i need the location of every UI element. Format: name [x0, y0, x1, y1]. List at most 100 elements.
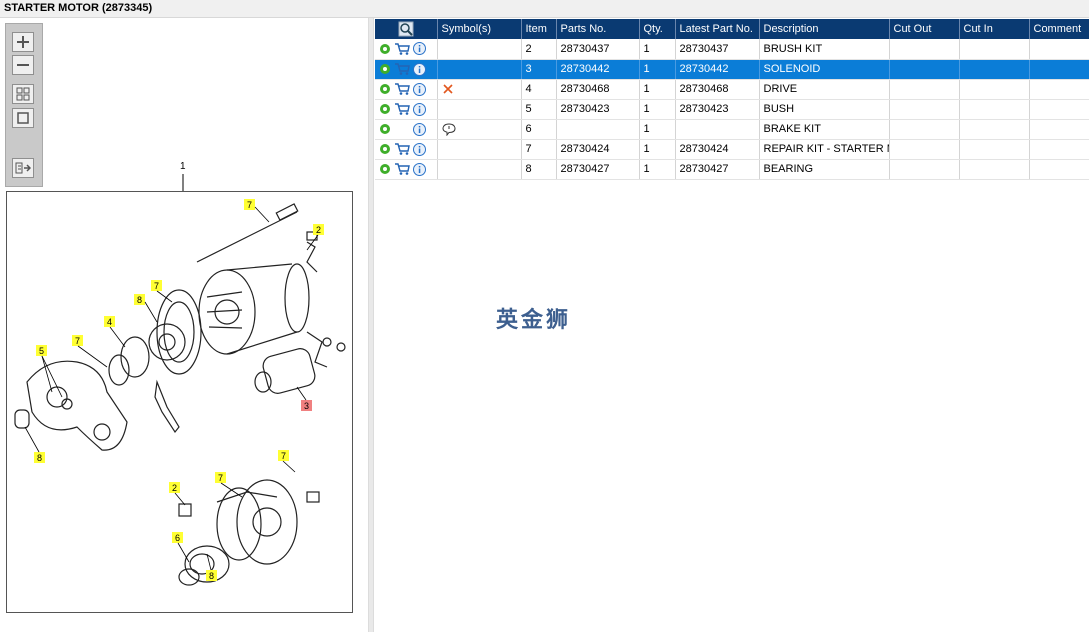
- callout-7e[interactable]: 7: [278, 450, 289, 461]
- gear-icon[interactable]: [379, 83, 391, 95]
- pulley: [156, 289, 202, 375]
- info-icon[interactable]: [413, 62, 426, 76]
- info-icon[interactable]: [413, 162, 426, 176]
- cell-cut-out: [889, 39, 960, 60]
- cell-item: 3: [521, 59, 557, 80]
- cell-symbol: [437, 99, 522, 120]
- diagram-reference-label: 1: [180, 161, 186, 172]
- gear-icon[interactable]: [379, 123, 391, 135]
- cell-parts-no: 28730468: [556, 79, 640, 100]
- column-header-parts-no[interactable]: Parts No.: [556, 19, 640, 39]
- cell-comment: [1029, 79, 1089, 100]
- cart-icon[interactable]: [394, 143, 410, 155]
- column-header-description[interactable]: Description: [759, 19, 890, 39]
- cell-comment: [1029, 159, 1089, 180]
- cell-description: BUSH: [759, 99, 890, 120]
- cell-latest-part-no: 28730423: [675, 99, 760, 120]
- row-actions: [375, 39, 438, 60]
- cell-parts-no: [556, 119, 640, 140]
- callout-8c[interactable]: 8: [206, 570, 217, 581]
- cart-icon[interactable]: [394, 83, 410, 95]
- gear-icon[interactable]: [379, 103, 391, 115]
- cell-symbol: [437, 159, 522, 180]
- fit-all-button[interactable]: [12, 84, 34, 104]
- parts-table: Symbol(s) Item Parts No. Qty. Latest Par…: [375, 19, 1089, 180]
- cart-icon[interactable]: [394, 103, 410, 115]
- cart-icon[interactable]: [394, 43, 410, 55]
- cell-parts-no: 28730427: [556, 159, 640, 180]
- svg-text:8: 8: [209, 571, 214, 581]
- callout-4[interactable]: 4: [104, 316, 115, 327]
- callout-8b[interactable]: 8: [34, 452, 45, 463]
- starter-motor-drawing: 7 2 7 8 4 7 5 8 3 2 7 7 6 8: [14, 199, 346, 586]
- column-header-cut-in[interactable]: Cut In: [959, 19, 1030, 39]
- cell-latest-part-no: 28730424: [675, 139, 760, 160]
- brush-holder: [184, 545, 230, 583]
- callout-3[interactable]: 3: [301, 400, 312, 411]
- callout-2a[interactable]: 2: [313, 224, 324, 235]
- gear-icon[interactable]: [379, 163, 391, 175]
- callout-7d[interactable]: 7: [215, 472, 226, 483]
- cell-qty: 1: [639, 99, 676, 120]
- cart-icon[interactable]: [394, 163, 410, 175]
- window-title: STARTER MOTOR (2873345): [0, 0, 1089, 18]
- cell-cut-in: [959, 59, 1030, 80]
- svg-text:7: 7: [75, 336, 80, 346]
- cell-latest-part-no: [675, 119, 760, 140]
- viewer-toolbar: [5, 23, 43, 187]
- column-header-symbols[interactable]: Symbol(s): [437, 19, 522, 39]
- cell-symbol: [437, 119, 522, 140]
- callout-6[interactable]: 6: [172, 532, 183, 543]
- cell-item: 7: [521, 139, 557, 160]
- info-icon[interactable]: [413, 42, 426, 56]
- column-header-item[interactable]: Item: [521, 19, 557, 39]
- column-header-actions[interactable]: [375, 19, 438, 39]
- cell-qty: 1: [639, 39, 676, 60]
- cell-comment: [1029, 59, 1089, 80]
- zoom-in-icon: [17, 36, 29, 48]
- cell-cut-out: [889, 79, 960, 100]
- row-actions: [375, 159, 438, 180]
- column-header-comment[interactable]: Comment: [1029, 19, 1089, 39]
- svg-text:7: 7: [218, 473, 223, 483]
- zoom-out-button[interactable]: [12, 55, 34, 75]
- gear-icon[interactable]: [379, 143, 391, 155]
- info-icon[interactable]: [413, 102, 426, 116]
- cart-icon[interactable]: [394, 63, 410, 75]
- callout-7c[interactable]: 7: [72, 335, 83, 346]
- cell-item: 5: [521, 99, 557, 120]
- callout-5[interactable]: 5: [36, 345, 47, 356]
- callout-2b[interactable]: 2: [169, 482, 180, 493]
- column-header-cut-out[interactable]: Cut Out: [889, 19, 960, 39]
- cell-cut-in: [959, 139, 1030, 160]
- callout-8a[interactable]: 8: [134, 294, 145, 305]
- cell-cut-in: [959, 99, 1030, 120]
- exploded-diagram[interactable]: 7 2 7 8 4 7 5 8 3 2 7 7 6 8: [6, 191, 353, 613]
- column-header-latest-part-no[interactable]: Latest Part No.: [675, 19, 760, 39]
- export-button[interactable]: [12, 158, 34, 178]
- svg-text:2: 2: [316, 225, 321, 235]
- info-icon[interactable]: [413, 142, 426, 156]
- callout-7b[interactable]: 7: [151, 280, 162, 291]
- column-header-qty[interactable]: Qty.: [639, 19, 676, 39]
- zoom-in-button[interactable]: [12, 32, 34, 52]
- pane-splitter[interactable]: [368, 18, 374, 632]
- info-icon[interactable]: [413, 122, 426, 136]
- cell-comment: [1029, 119, 1089, 140]
- gear-icon[interactable]: [379, 63, 391, 75]
- gear-icon[interactable]: [379, 43, 391, 55]
- info-icon[interactable]: [413, 82, 426, 96]
- cell-cut-out: [889, 139, 960, 160]
- cell-qty: 1: [639, 159, 676, 180]
- callout-7a[interactable]: 7: [244, 199, 255, 210]
- svg-text:8: 8: [37, 453, 42, 463]
- fit-page-button[interactable]: [12, 108, 34, 128]
- cell-comment: [1029, 99, 1089, 120]
